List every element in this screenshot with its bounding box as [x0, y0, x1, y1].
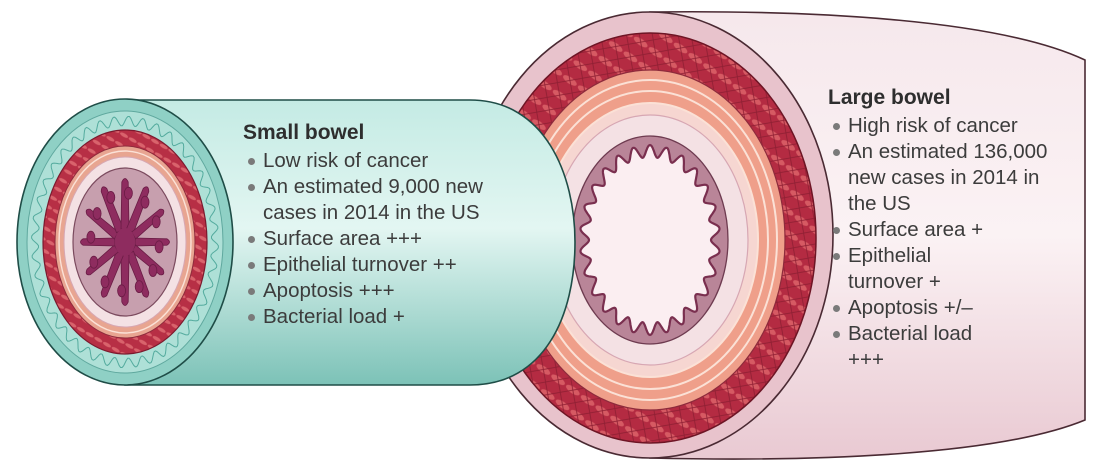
large-bowel-item-bacteria: Bacterial load +++ — [828, 321, 978, 373]
villus-branch — [149, 265, 157, 277]
small-bowel-item-turnover: Epithelial turnover ++ — [243, 252, 543, 278]
small-bowel-title: Small bowel — [243, 120, 543, 146]
large-bowel-item-turnover: Epithelial turnover + — [828, 243, 998, 295]
large-bowel-list: High risk of cancer An estimated 136,000… — [828, 113, 1078, 373]
small-bowel-panel: Small bowel Low risk of cancer An estima… — [243, 120, 543, 330]
small-bowel-list: Low risk of cancer An estimated 9,000 ne… — [243, 148, 543, 330]
villus-branch — [101, 276, 109, 288]
villus-branch — [155, 241, 163, 253]
villus-branch — [93, 208, 101, 220]
large-bowel-item-apoptosis: Apoptosis +/– — [828, 295, 1078, 321]
villus — [121, 255, 129, 306]
villus-branch — [135, 281, 143, 293]
villus-branch — [90, 256, 98, 268]
villus-branch — [152, 216, 160, 228]
small-bowel-item-surface: Surface area +++ — [243, 226, 543, 252]
villus-branch — [124, 187, 132, 199]
large-bowel-item-surface: Surface area + — [828, 217, 1078, 243]
small-bowel-item-cases: An estimated 9,000 new cases in 2014 in … — [243, 174, 538, 226]
villus — [135, 238, 170, 246]
villus-branch — [87, 231, 95, 243]
large-bowel-panel: Large bowel High risk of cancer An estim… — [828, 85, 1078, 373]
large-bowel-item-risk: High risk of cancer — [828, 113, 1078, 139]
small-bowel-item-bacteria: Bacterial load + — [243, 304, 543, 330]
villus-branch — [141, 196, 149, 208]
small-bowel-item-risk: Low risk of cancer — [243, 148, 543, 174]
large-bowel-item-cases: An estimated 136,000 new cases in 2014 i… — [828, 139, 1063, 217]
villus-branch — [107, 191, 115, 203]
villus — [81, 238, 116, 246]
small-bowel-item-apoptosis: Apoptosis +++ — [243, 278, 543, 304]
villus-branch — [118, 285, 126, 297]
large-bowel-title: Large bowel — [828, 85, 1078, 111]
villus — [121, 179, 129, 230]
